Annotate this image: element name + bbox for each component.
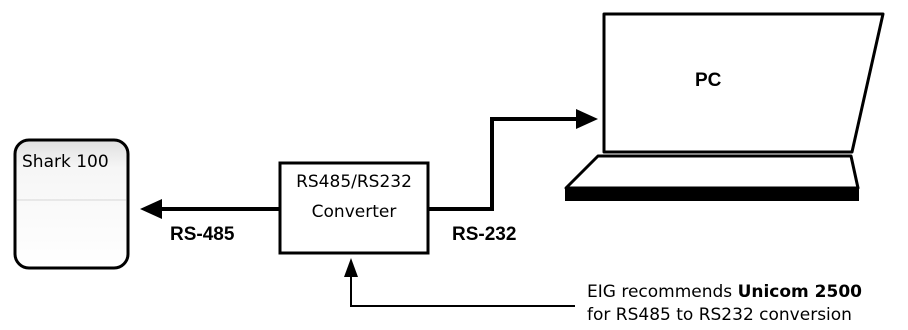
- rs232-arrowhead: [576, 109, 598, 129]
- rs485-arrowhead: [140, 199, 162, 219]
- recommendation-prefix: EIG recommends: [587, 282, 738, 302]
- shark-100-label: Shark 100: [22, 152, 109, 172]
- rs232-link: [428, 119, 578, 209]
- laptop-base-edge: [566, 188, 858, 200]
- rs485-label: RS-485: [170, 224, 234, 246]
- laptop-screen: [604, 14, 883, 152]
- recommendation-line1: EIG recommends Unicom 2500: [587, 282, 862, 302]
- rs232-label: RS-232: [452, 224, 516, 246]
- converter-label-line1: RS485/RS232: [283, 172, 425, 192]
- converter-label-line2: Converter: [283, 202, 425, 222]
- pc-label: PC: [695, 70, 721, 92]
- recommended-product: Unicom 2500: [738, 282, 862, 302]
- recommendation-arrowhead: [344, 258, 358, 277]
- recommendation-pointer: [351, 275, 575, 306]
- recommendation-line2: for RS485 to RS232 conversion: [587, 305, 852, 325]
- laptop-keyboard-deck: [566, 156, 858, 188]
